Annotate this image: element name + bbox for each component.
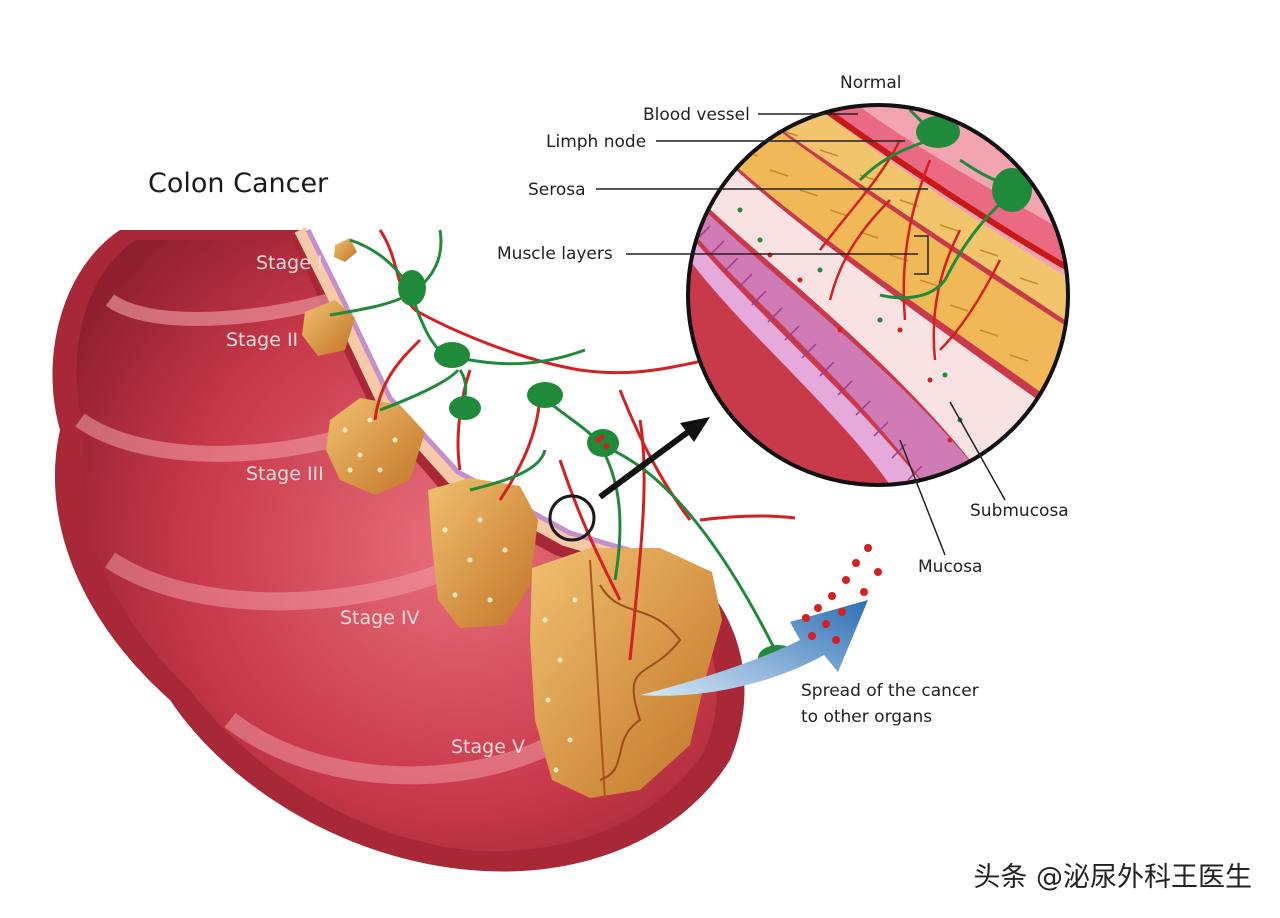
label-blood-vessel: Blood vessel xyxy=(643,105,750,125)
spread-line-1: Spread of the cancer xyxy=(801,681,979,701)
label-submucosa: Submucosa xyxy=(970,501,1069,521)
leader-lines xyxy=(596,113,1006,556)
diagram-title: Colon Cancer xyxy=(148,168,329,199)
label-muscle-layers: Muscle layers xyxy=(497,244,613,264)
label-stage-2: Stage II xyxy=(226,329,298,351)
spread-line-2: to other organs xyxy=(801,707,932,727)
label-lymph-node: Limph node xyxy=(546,132,646,152)
tumor-stage-1 xyxy=(334,238,357,262)
metastatic-cells xyxy=(802,544,882,644)
label-stage-3: Stage III xyxy=(246,463,324,485)
tumor-stage-4 xyxy=(428,478,538,628)
tumor-speckles xyxy=(342,417,578,773)
cross-section-inset xyxy=(686,103,1070,487)
label-stage-1: Stage I xyxy=(256,252,323,274)
label-mucosa: Mucosa xyxy=(918,557,982,577)
focus-circle xyxy=(548,494,596,542)
spread-arrow xyxy=(640,600,868,696)
cancer-cells-in-node xyxy=(595,434,609,449)
watermark-text: 头条 @泌尿外科王医生 xyxy=(973,862,1252,893)
label-stage-4: Stage IV xyxy=(340,607,420,629)
label-serosa: Serosa xyxy=(528,180,586,200)
inset-heading: Normal xyxy=(840,73,902,93)
zoom-arrow xyxy=(598,417,710,500)
label-stage-5: Stage V xyxy=(451,736,525,758)
lymph-nodes xyxy=(398,270,619,457)
